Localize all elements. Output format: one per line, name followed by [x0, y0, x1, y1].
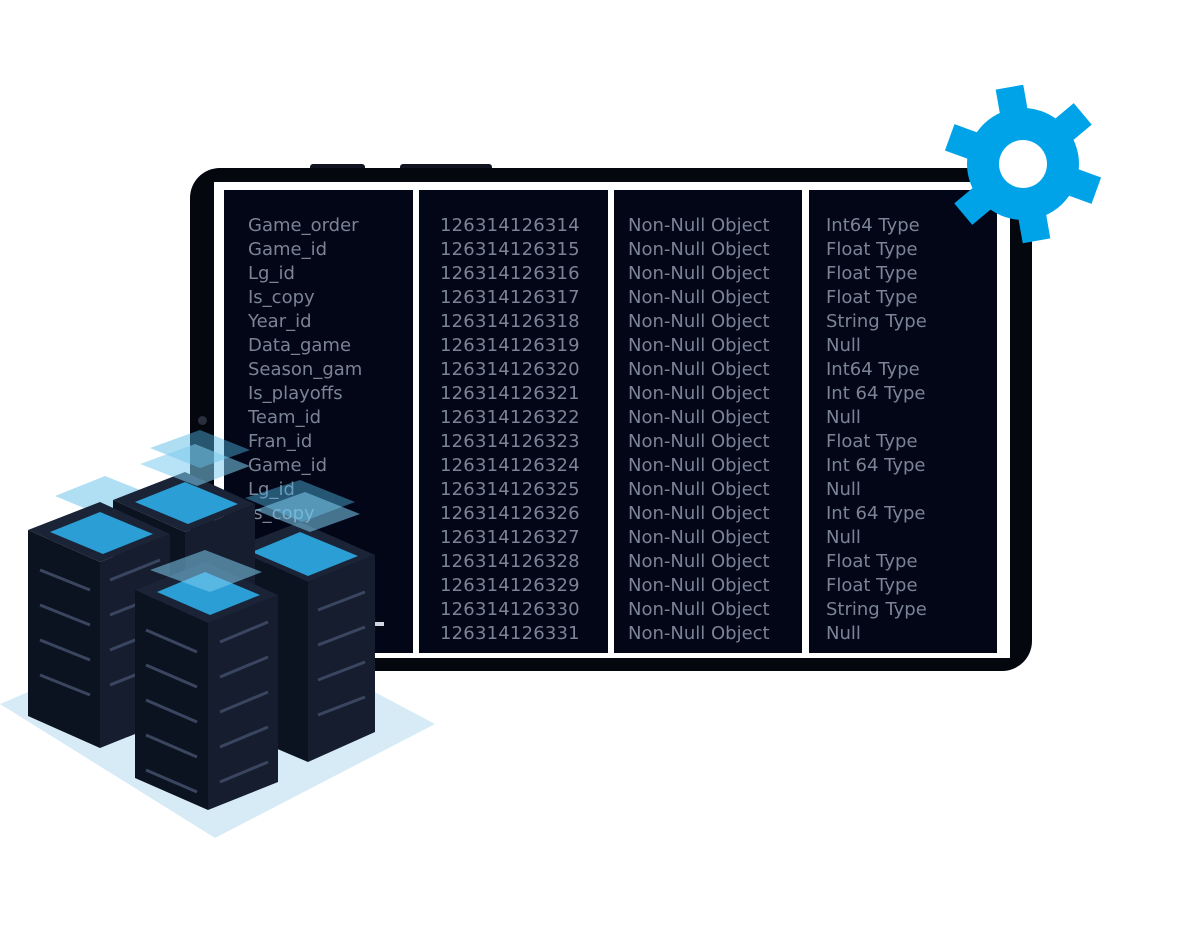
type-cell: Float Type [826, 287, 918, 308]
null-status-cell: Non-Null Object [628, 455, 770, 476]
field-name-cell: Team_id [248, 407, 322, 428]
id-cell: 126314126320 [440, 359, 580, 380]
id-column: 126314126314 126314126315 126314126316 1263… [419, 190, 608, 653]
id-cell: 126314126314 [440, 215, 580, 236]
null-status-cell: Non-Null Object [628, 311, 770, 332]
null-status-cell: Non-Null Object [628, 407, 770, 428]
type-cell: Int 64 Type [826, 383, 926, 404]
null-status-cell: Non-Null Object [628, 599, 770, 620]
type-cell: String Type [826, 311, 927, 332]
gear-icon [944, 84, 1102, 244]
id-cell: 126314126330 [440, 599, 580, 620]
type-cell: Null [826, 527, 861, 548]
field-name-cell: Is_copy [248, 287, 315, 308]
type-cell: Null [826, 335, 861, 356]
scroll-marker [372, 622, 384, 626]
null-status-cell: Non-Null Object [628, 431, 770, 452]
type-cell: Float Type [826, 239, 918, 260]
type-cell: Null [826, 407, 861, 428]
null-status-cell: Non-Null Object [628, 479, 770, 500]
type-cell: Int 64 Type [826, 503, 926, 524]
server-rack-icon [0, 430, 435, 838]
null-status-cell: Non-Null Object [628, 503, 770, 524]
field-name-cell: Season_gam [248, 359, 363, 380]
null-status-cell: Non-Null Object [628, 383, 770, 404]
field-name-cell: Lg_id [248, 478, 413, 502]
id-cell: 126314126325 [440, 479, 580, 500]
null-status-cell: Non-Null Object [628, 575, 770, 596]
id-cell: 126314126328 [440, 551, 580, 572]
null-status-cell: Non-Null Object [628, 527, 770, 548]
id-cell: 126314126319 [440, 335, 580, 356]
id-cell: 126314126316 [440, 263, 580, 284]
field-name-cell: Year_id [248, 311, 312, 332]
field-name-cell: Game_order [248, 215, 359, 236]
type-cell: String Type [826, 599, 927, 620]
type-cell: Int64 Type [826, 359, 920, 380]
tablet-camera [198, 416, 207, 425]
type-cell: Int 64 Type [826, 455, 926, 476]
id-cell: 126314126317 [440, 287, 580, 308]
null-status-cell: Non-Null Object [628, 239, 770, 260]
id-cell: 126314126323 [440, 431, 580, 452]
null-status-cell: Non-Null Object [628, 359, 770, 380]
id-cell: 126314126321 [440, 383, 580, 404]
field-name-cell: Is_playoffs [248, 383, 343, 404]
field-name-cell: Fran_id [248, 431, 313, 452]
type-cell: Float Type [826, 263, 918, 284]
id-cell: 126314126324 [440, 455, 580, 476]
id-cell: 126314126326 [440, 503, 580, 524]
type-cell: Null [826, 623, 861, 644]
field-name-cell: Game_id [248, 455, 328, 476]
field-name-cell: Game_id [248, 239, 328, 260]
field-name-cell: Lg_id [248, 263, 295, 284]
null-status-cell: Non-Null Object [628, 263, 770, 284]
null-status-cell: Non-Null Object [628, 335, 770, 356]
id-cell: 126314126318 [440, 311, 580, 332]
type-cell: Null [826, 479, 861, 500]
null-status-cell: Non-Null Object [628, 623, 770, 644]
field-name-cell: Data_game [248, 335, 352, 356]
type-cell: Int64 Type [826, 215, 920, 236]
id-cell: 126314126327 [440, 527, 580, 548]
type-cell: Float Type [826, 431, 918, 452]
null-status-cell: Non-Null Object [628, 551, 770, 572]
type-cell: Float Type [826, 551, 918, 572]
type-cell: Float Type [826, 575, 918, 596]
null-status-cell: Non-Null Object [628, 287, 770, 308]
id-cell: 126314126322 [440, 407, 580, 428]
id-cell: 126314126331 [440, 623, 580, 644]
null-status-cell: Non-Null Object [628, 215, 770, 236]
id-cell: 126314126315 [440, 239, 580, 260]
id-cell: 126314126329 [440, 575, 580, 596]
